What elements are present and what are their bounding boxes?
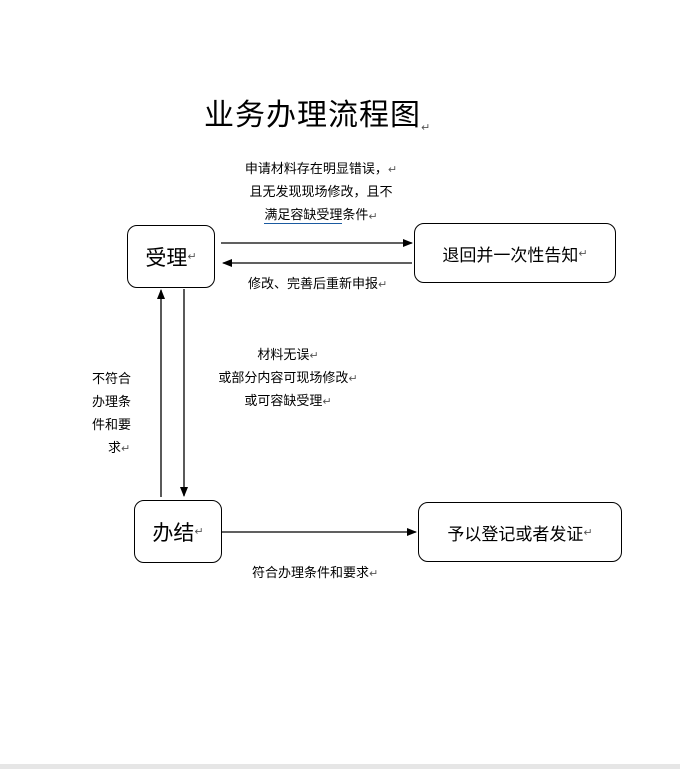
node-register: 予以登记或者发证↵: [418, 502, 622, 562]
node-finish: 办结↵: [134, 500, 222, 563]
label-meet-requirements: 符合办理条件和要求↵: [252, 566, 379, 581]
label-accept-condition: 材料无误↵ 或部分内容可现场修改↵ 或可容缺受理↵: [218, 348, 358, 409]
node-accept: 受理↵: [127, 225, 215, 288]
node-return: 退回并一次性告知↵: [414, 223, 616, 283]
window-bottom-edge: [0, 764, 680, 769]
label-not-meet-requirements: 不符合 办理条 件和要 求↵: [92, 372, 132, 456]
label-resubmit: 修改、完善后重新申报↵: [248, 277, 388, 292]
page-title: 业务办理流程图↵: [204, 98, 432, 134]
label-reject-condition: 申请材料存在明显错误，↵ 且无发现现场修改，且不 满足容缺受理条件↵: [244, 162, 398, 224]
